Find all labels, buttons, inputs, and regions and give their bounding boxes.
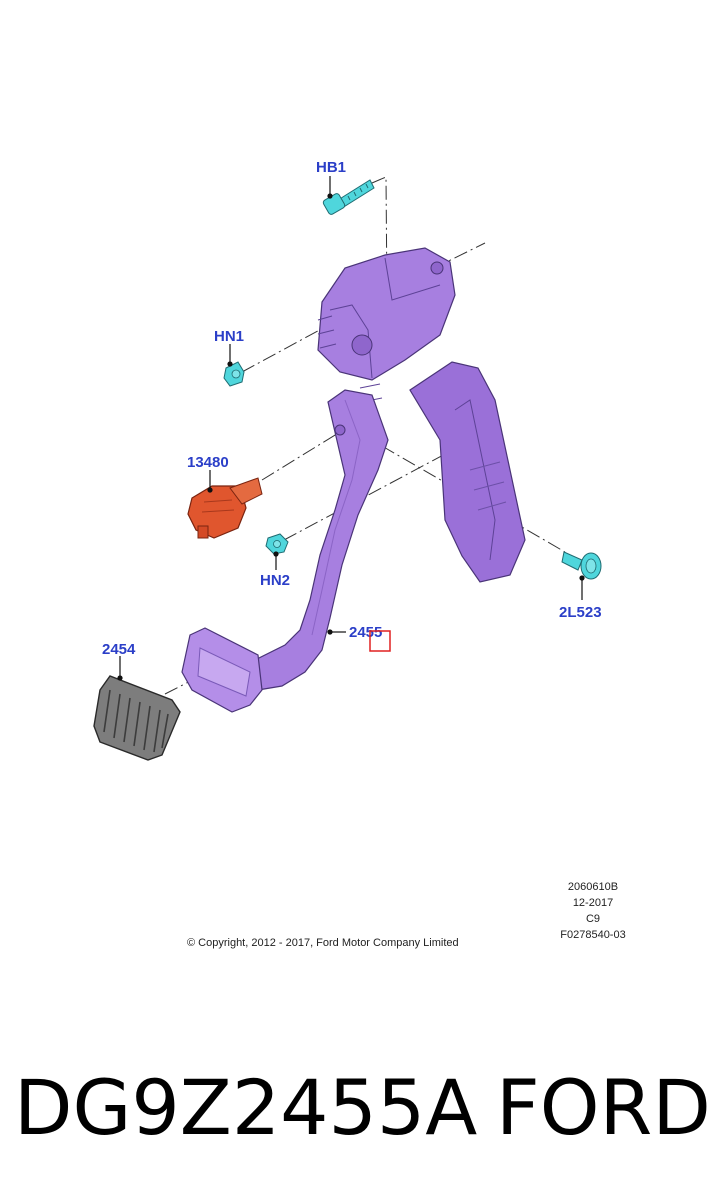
figure-rev: C9	[586, 913, 600, 925]
callout-13480: 13480	[187, 454, 229, 471]
callout-hn1: HN1	[214, 328, 244, 345]
pin-2l523	[561, 551, 602, 580]
callout-hb1: HB1	[316, 159, 346, 176]
brand-caption: FORD	[496, 1063, 708, 1152]
callout-2454: 2454	[102, 641, 136, 658]
bolt-hb1	[322, 179, 375, 215]
leader-lines	[117, 176, 585, 681]
callout-hn2: HN2	[260, 572, 290, 589]
nut-hn1	[223, 361, 245, 387]
callout-2455: 2455	[349, 624, 382, 641]
brake-pedal-assembly	[181, 247, 526, 713]
highlight-box	[369, 630, 391, 652]
part-number-caption: DG9Z2455A	[14, 1063, 478, 1152]
figure-id: F0278540-03	[560, 929, 625, 941]
switch-13480	[187, 477, 263, 539]
callout-2l523: 2L523	[559, 604, 602, 621]
pedal-bracket-rear	[409, 361, 526, 583]
figure-date: 12-2017	[573, 897, 613, 909]
copyright-text: © Copyright, 2012 - 2017, Ford Motor Com…	[187, 937, 459, 949]
pedal-assembly-diagram: HB1 HN1 13480 HN2 2L523 2455 2454 206061…	[93, 159, 626, 949]
figure-code: 2060610B	[568, 881, 618, 893]
pedal-pad-2454	[93, 675, 181, 761]
nut-hn2	[265, 533, 289, 555]
